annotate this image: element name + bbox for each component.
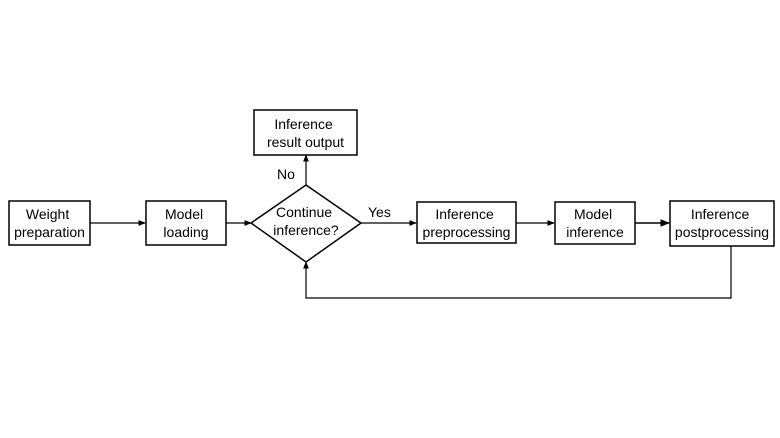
node-inference-postprocessing-line-1: Inference: [691, 206, 750, 222]
node-decision-line-1: Continue: [276, 204, 332, 220]
node-weight-preparation-label: Weight preparation: [14, 206, 85, 240]
node-model-loading-line-1: Model: [165, 206, 203, 222]
node-decision-line-2: inference?: [273, 222, 339, 238]
node-model-inference-label: Model inference: [566, 206, 624, 240]
node-model-inference-line-2: inference: [566, 224, 624, 240]
node-model-loading: [145, 200, 227, 246]
node-decision-label: Continue inference?: [273, 204, 339, 238]
node-inference-preprocessing-line-2: preprocessing: [423, 224, 511, 240]
node-model-inference-line-1: Model: [574, 206, 612, 222]
node-weight-preparation-line-1: Weight: [26, 206, 69, 222]
node-inference-postprocessing-line-2: postprocessing: [675, 224, 769, 240]
node-inference-result-output-line-1: Inference: [274, 116, 333, 132]
edge-loop-back-to-decision: [303, 246, 732, 299]
node-decision-diamond: [249, 184, 363, 263]
node-weight-preparation-line-2: preparation: [14, 224, 85, 240]
node-inference-preprocessing-line-1: Inference: [435, 206, 494, 222]
edge-label-no: No: [277, 166, 295, 182]
node-inference-preprocessing-label: Inference preprocessing: [423, 206, 511, 240]
node-inference-result-output-line-2: result output: [267, 134, 344, 150]
node-inference-postprocessing-label: Inference postprocessing: [675, 206, 769, 240]
node-model-inference: [554, 201, 636, 245]
node-weight-preparation: [8, 200, 91, 246]
node-inference-result-output: [253, 109, 358, 156]
node-model-loading-label: Model loading: [163, 206, 208, 240]
node-inference-postprocessing: [669, 200, 775, 247]
node-inference-preprocessing: [416, 201, 517, 244]
node-inference-result-output-label: Inference result output: [267, 116, 344, 150]
edge-label-yes: Yes: [368, 204, 391, 220]
node-model-loading-line-2: loading: [163, 224, 208, 240]
